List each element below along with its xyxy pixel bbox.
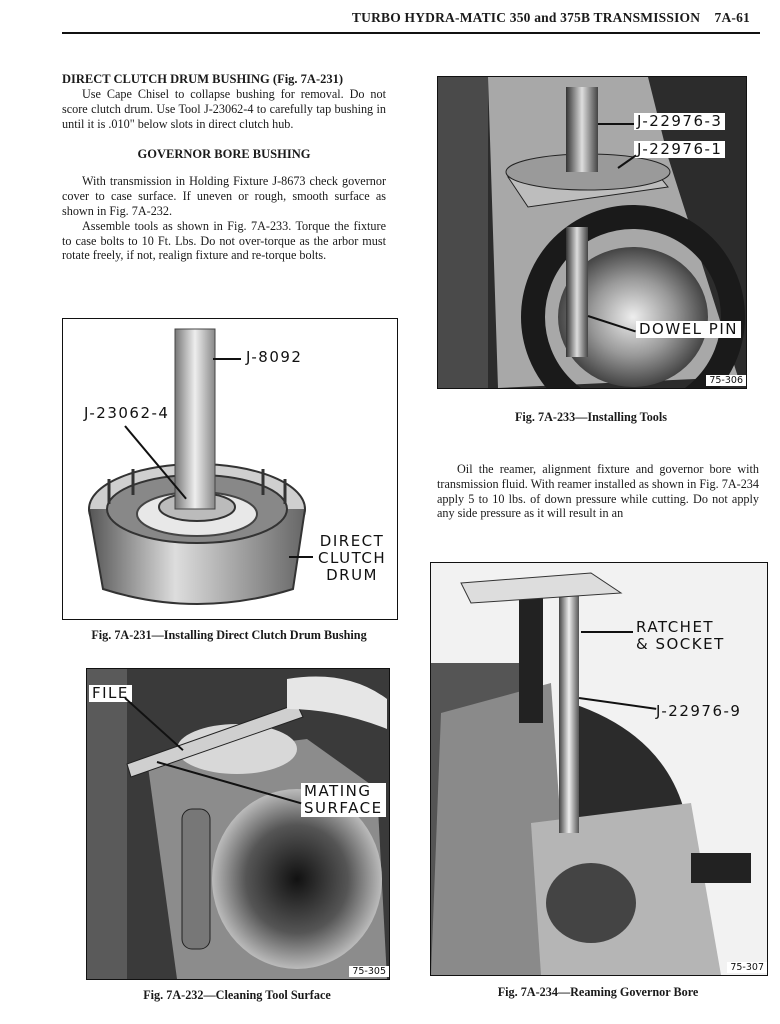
figure-231: J-8092 J-23062-4 DIRECT CLUTCH DRUM: [62, 318, 398, 620]
label-j-22976-1: J-22976-1: [634, 141, 726, 158]
section-heading-direct-clutch: DIRECT CLUTCH DRUM BUSHING (Fig. 7A-231): [62, 72, 344, 86]
leader-drum: [289, 556, 313, 558]
leader-j-8092: [213, 358, 241, 360]
label-direct-clutch-drum: DIRECT CLUTCH DRUM: [318, 532, 387, 584]
label-j-8092: J-8092: [246, 348, 303, 366]
figure-234: RATCHET & SOCKET J-22976-9 75-307: [430, 562, 768, 976]
section-text-governor-p1: With transmission in Holding Fixture J-8…: [62, 174, 386, 218]
caption-fig-231: Fig. 7A-231—Installing Direct Clutch Dru…: [91, 628, 367, 642]
figure-233: J-22976-3 J-22976-1 DOWEL PIN 75-306: [437, 76, 747, 389]
section-text-direct-clutch: Use Cape Chisel to collapse bushing for …: [62, 87, 386, 131]
leader-ratchet: [581, 631, 633, 633]
figure-232: FILE MATING SURFACE 75-305: [86, 668, 390, 980]
caption-fig-232: Fig. 7A-232—Cleaning Tool Surface: [143, 988, 331, 1002]
label-mating-surface: MATING SURFACE: [301, 783, 386, 817]
left-text-column: DIRECT CLUTCH DRUM BUSHING (Fig. 7A-231)…: [62, 72, 386, 263]
page-header-title: TURBO HYDRA-MATIC 350 and 375B TRANSMISS…: [351, 10, 750, 25]
figure-number-75-306: 75-306: [706, 375, 746, 386]
file-mating-surface-photo: [87, 669, 389, 979]
section-text-governor-p2: Assemble tools as shown in Fig. 7A-233. …: [62, 218, 386, 263]
section-heading-governor-bore: GOVERNOR BORE BUSHING: [137, 147, 311, 162]
right-text-column: Oil the reamer, alignment fixture and go…: [437, 462, 759, 521]
figure-number-75-307: 75-307: [727, 962, 767, 973]
label-j-22976-3: J-22976-3: [634, 113, 726, 130]
clutch-drum-illustration: [88, 328, 306, 605]
reaming-paragraph: Oil the reamer, alignment fixture and go…: [437, 462, 759, 521]
label-j-23062-4: J-23062-4: [84, 404, 170, 422]
caption-fig-233: Fig. 7A-233—Installing Tools: [514, 410, 668, 424]
leader-j-22976-3: [598, 123, 634, 125]
caption-fig-234: Fig. 7A-234—Reaming Governor Bore: [497, 985, 699, 999]
label-file: FILE: [89, 685, 132, 702]
header-rule: [62, 32, 760, 34]
label-j-22976-9: J-22976-9: [656, 702, 742, 720]
label-dowel-pin: DOWEL PIN: [636, 321, 741, 338]
figure-number-75-305: 75-305: [349, 966, 389, 977]
label-ratchet-socket: RATCHET & SOCKET: [636, 618, 725, 653]
